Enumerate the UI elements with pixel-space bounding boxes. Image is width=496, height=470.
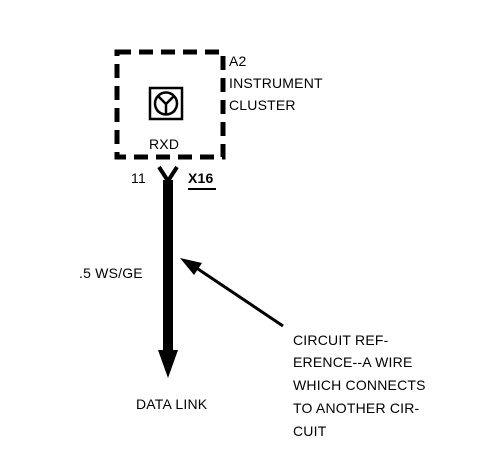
connector-id-label: X16 — [188, 170, 214, 186]
pin-number-label: 11 — [131, 170, 146, 186]
connector-pin-icon — [157, 165, 179, 183]
callout-line: CIRCUIT REF- — [293, 332, 389, 348]
callout-leader-line — [191, 263, 284, 328]
component-boundary — [114, 49, 226, 160]
component-name-line1: INSTRUMENT — [229, 75, 323, 91]
callout-line: TO ANOTHER CIR- — [293, 400, 420, 416]
component-id: A2 — [229, 53, 247, 69]
destination-label: DATA LINK — [136, 396, 208, 412]
callout-line: CUIT — [293, 423, 327, 439]
electronic-module-icon — [148, 86, 184, 121]
wire-arrowhead — [158, 350, 178, 378]
callout-line: WHICH CONNECTS — [293, 377, 426, 393]
callout-line: ERENCE--A WIRE — [293, 354, 413, 370]
wire-line — [163, 180, 173, 353]
wire-spec-label: .5 WS/GE — [79, 265, 143, 281]
pin-function-label: RXD — [149, 136, 180, 152]
callout-arrowhead — [180, 258, 202, 275]
component-name-line2: CLUSTER — [229, 97, 296, 113]
